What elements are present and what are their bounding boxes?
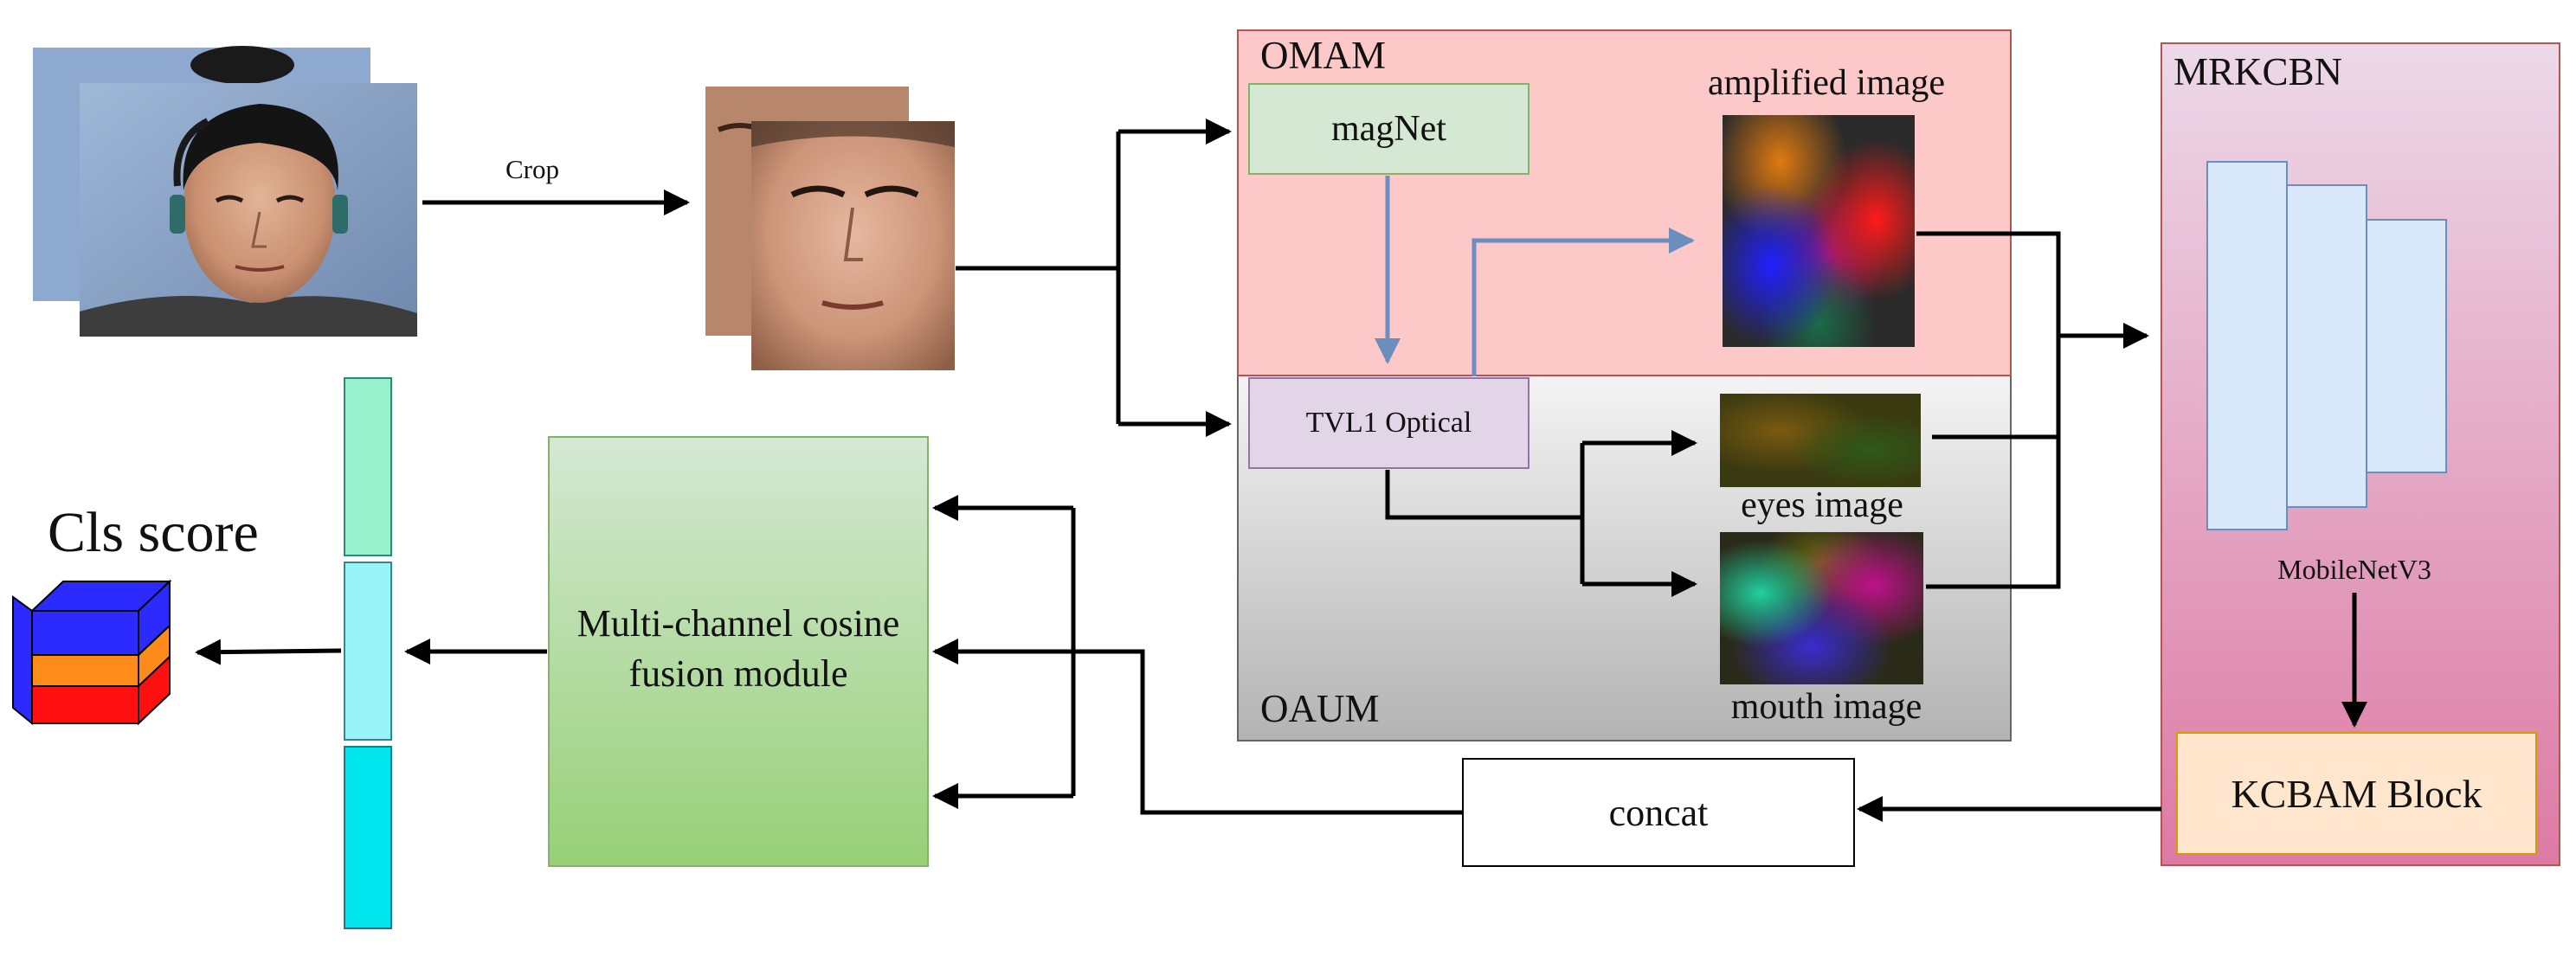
- to-amplified-arrow: [1472, 228, 1695, 376]
- feature-bar-1: [344, 377, 392, 556]
- fusion-label-line-2: fusion module: [628, 652, 848, 695]
- concat-label: concat: [1608, 791, 1709, 834]
- cropped-face-stack: [705, 87, 955, 370]
- mouth-image: [1720, 532, 1923, 684]
- fusion-module-box: [548, 436, 929, 867]
- cls-score-label: Cls score: [48, 501, 259, 564]
- to-cls-arrow: [195, 639, 342, 665]
- mobilenet-label: MobileNetV3: [2277, 554, 2431, 585]
- tvl1-label: TVL1 Optical: [1305, 407, 1472, 439]
- feature-bar-2: [344, 562, 392, 741]
- eyes-image-label: eyes image: [1741, 485, 1903, 525]
- mouth-image-label: mouth image: [1730, 687, 1922, 727]
- input-photo-stack: [33, 46, 417, 337]
- omam-title: OMAM: [1260, 34, 1387, 77]
- feature-bar-3: [344, 746, 392, 929]
- mrkcbn-title: MRKCBN: [2174, 50, 2343, 93]
- concat-box: [1462, 758, 1855, 867]
- kcbam-label: KCBAM Block: [2231, 771, 2483, 816]
- amplified-image-label: amplified image: [1707, 63, 1946, 103]
- oaum-title: OAUM: [1260, 687, 1380, 730]
- fusion-label-line-1: Multi-channel cosine: [576, 602, 900, 645]
- mobilenet-blocks: [2206, 161, 2447, 530]
- feature-vector: [344, 377, 392, 929]
- cls-score-cube-icon: [12, 579, 172, 726]
- fusion-module-label: Multi-channel cosine fusion module: [549, 599, 928, 699]
- crop-label: Crop: [506, 154, 559, 184]
- magnet-box: [1248, 83, 1530, 175]
- magnet-label: magNet: [1331, 109, 1446, 149]
- eyes-image: [1720, 394, 1921, 487]
- tvl1-box: [1248, 377, 1530, 469]
- kcbam-box: [2176, 732, 2537, 855]
- amplified-image: [1723, 115, 1915, 347]
